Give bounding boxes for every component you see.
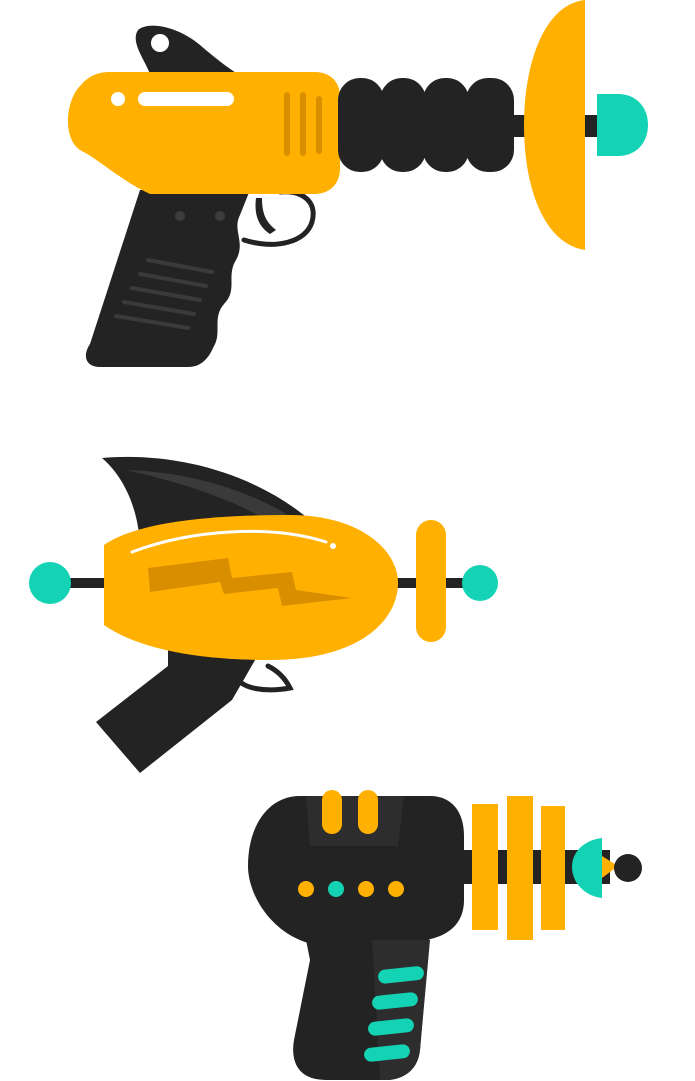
- gun3-grip-bar: [364, 1044, 410, 1062]
- gun3-body: [248, 796, 464, 946]
- gun1-coil: [380, 78, 426, 172]
- gun3-indicator-dot: [358, 881, 374, 897]
- gun3-top-shade: [306, 796, 404, 846]
- gun1-body: [67, 72, 340, 194]
- gun1-coil: [466, 78, 514, 172]
- gun3-dome: [572, 838, 602, 898]
- gun1-vent: [284, 92, 290, 156]
- gun3-tip-ball: [614, 854, 642, 882]
- gun1-disc-emitter: [524, 0, 585, 250]
- gun1-coil: [423, 78, 469, 172]
- gun1-trigger: [255, 198, 276, 234]
- gun2-fin-stripe: [126, 470, 296, 522]
- gun3-barrel-ring: [541, 806, 565, 930]
- gun2-rear-ball: [29, 562, 71, 604]
- gun1-fin-hole: [151, 34, 169, 52]
- ray-gun-3: [248, 790, 642, 1080]
- gun1-top-fin: [135, 25, 238, 74]
- ray-gun-2: [29, 456, 498, 773]
- gun1-grip-ridges: [114, 258, 214, 330]
- gun2-grip: [96, 648, 262, 773]
- gun1-vent: [316, 96, 322, 154]
- gun2-front-ball: [462, 565, 498, 601]
- gun3-barrel-ring: [507, 796, 533, 940]
- gun1-vent: [300, 92, 306, 156]
- gun3-grip-bar: [378, 966, 424, 984]
- gun3-grip-bar: [368, 1018, 414, 1036]
- gun1-coil: [338, 78, 384, 172]
- gun3-cone: [602, 856, 618, 878]
- gun1-grip-screw: [215, 211, 225, 221]
- gun3-top-tab: [322, 790, 342, 834]
- gun1-body-highlight: [138, 92, 234, 106]
- gun2-body-highlight: [130, 529, 328, 554]
- gun3-barrel-ring: [472, 804, 498, 930]
- gun1-trigger-guard: [241, 189, 316, 247]
- gun1-body-dot: [111, 92, 125, 106]
- gun3-indicator-dot: [388, 881, 404, 897]
- lightning-bolt-icon: [148, 558, 352, 606]
- gun3-top-tab: [358, 790, 378, 834]
- gun2-trigger-guard: [233, 663, 294, 693]
- gun2-front-fin: [416, 520, 446, 642]
- gun2-rear-rod: [50, 578, 110, 588]
- gun1-grip-screw: [175, 211, 185, 221]
- gun3-indicator-dot: [328, 881, 344, 897]
- gun2-body-highlight-dot: [330, 543, 336, 549]
- gun1-tip: [597, 94, 648, 156]
- ray-gun-1: [67, 0, 648, 367]
- gun3-grip-bar: [372, 992, 418, 1010]
- gun3-indicator-dot: [298, 881, 314, 897]
